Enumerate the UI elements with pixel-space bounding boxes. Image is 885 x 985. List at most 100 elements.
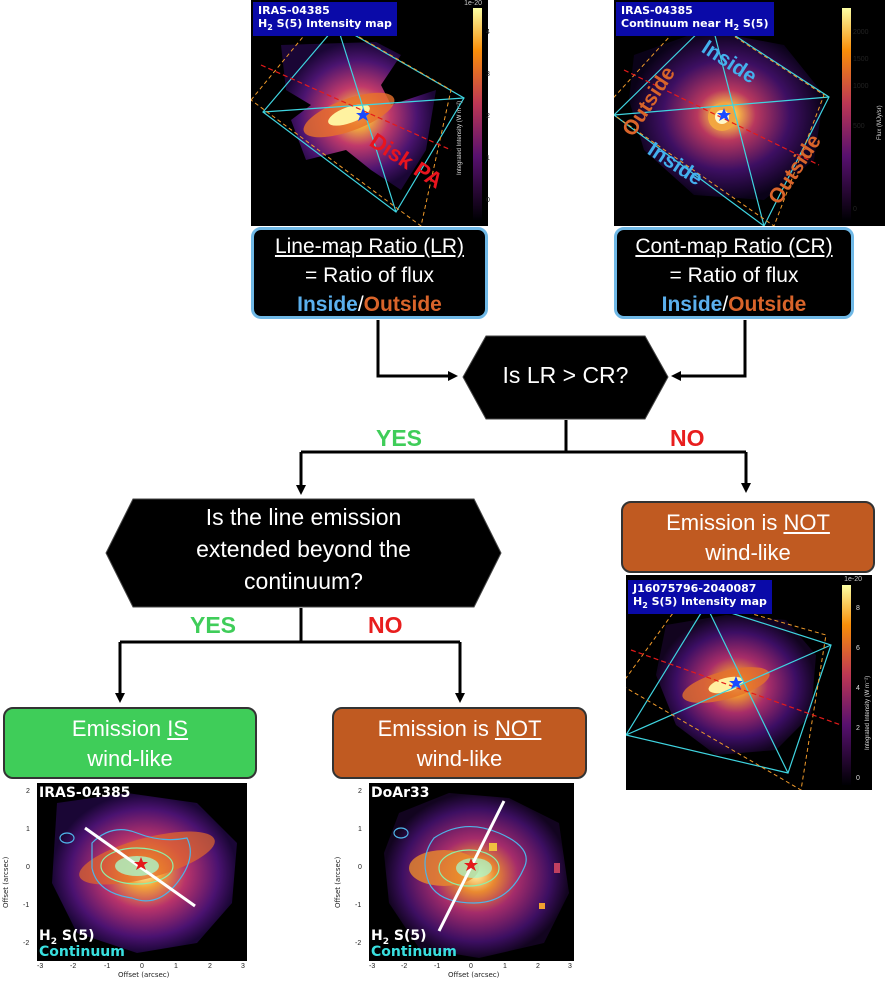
right-colorbar-label: Integrated Intensity (W m⁻²)	[865, 675, 871, 750]
top-right-map-title: IRAS-04385 Continuum near H2 S(5)	[616, 2, 774, 37]
top-left-colorbar-exponent: 1e-20	[464, 0, 482, 7]
bottom-mid-ylabel: Offset (arcsec)	[334, 856, 342, 908]
top-left-map-graphic	[251, 8, 482, 226]
result-not-right-line1: Emission is NOT	[666, 510, 830, 535]
bottom-left-ytick-1: 1	[26, 826, 30, 833]
cont-map-ratio-definition: = Ratio of flux	[669, 264, 799, 287]
bottom-mid-ytick-m2: -2	[355, 940, 362, 947]
right-map-graphic	[626, 585, 851, 790]
bottom-left-ytick-m2: -2	[23, 940, 30, 947]
decision-lr-gt-cr: Is LR > CR?	[462, 335, 669, 420]
bottom-left-xlabel: Offset (arcsec)	[118, 971, 170, 979]
bottom-mid-ytick-0: 0	[358, 864, 362, 871]
bottom-left-xtick-m2: -2	[70, 963, 77, 970]
bottom-mid-line-name: H2 S(5)	[371, 928, 427, 947]
bottom-left-line-name: H2 S(5)	[39, 928, 95, 947]
bottom-left-ytick-m1: -1	[23, 902, 30, 909]
bottom-mid-offset-map: DoAr33 H2 S(5) Continuum Offset (arcsec)…	[332, 780, 587, 980]
bottom-left-xtick-0: 0	[140, 963, 144, 970]
result-not-mid-line1: Emission is NOT	[377, 716, 542, 741]
top-right-map-line-name: Continuum near H2 S(5)	[621, 17, 769, 33]
top-right-map-graphic	[614, 8, 851, 226]
right-tick-0: 0	[856, 775, 860, 782]
result-not-wind-like-right: Emission is NOT wind-like	[621, 501, 875, 573]
bottom-left-ytick-2: 2	[26, 788, 30, 795]
line-map-ratio-definition: = Ratio of flux	[305, 264, 434, 287]
result-is-line1: Emission IS	[71, 716, 189, 741]
bottom-left-offset-map: IRAS-04385 H2 S(5) Continuum Offset (arc…	[0, 780, 257, 980]
top-left-map-object-name: IRAS-04385	[258, 4, 330, 17]
right-tick-4: 4	[856, 685, 860, 692]
bottom-mid-ytick-1: 1	[358, 826, 362, 833]
bottom-mid-xtick-m1: -1	[434, 963, 441, 970]
bottom-mid-xlabel: Offset (arcsec)	[448, 971, 500, 979]
decision-extended-line3: continuum?	[244, 568, 363, 594]
bottom-left-map-graphic	[52, 793, 237, 953]
top-right-tick-1000: 1000	[853, 83, 869, 90]
bottom-left-plot-area: IRAS-04385 H2 S(5) Continuum	[37, 783, 247, 961]
decision-lr-gt-cr-text: Is LR > CR?	[502, 362, 629, 388]
top-left-tick-2: 2	[486, 113, 490, 120]
decision-extended-line2: extended beyond the	[196, 536, 411, 562]
bottom-left-ylabel: Offset (arcsec)	[2, 856, 10, 908]
right-tick-8: 8	[856, 605, 860, 612]
bottom-left-xtick-m3: -3	[37, 963, 44, 970]
bottom-mid-xtick-m2: -2	[401, 963, 408, 970]
top-right-tick-0: 0	[853, 206, 857, 213]
bottom-left-xtick-1: 1	[174, 963, 178, 970]
bottom-mid-plot-area: DoAr33 H2 S(5) Continuum	[369, 783, 574, 961]
bottom-left-xtick-2: 2	[208, 963, 212, 970]
line-map-ratio-inside-outside: Inside/Outside	[297, 293, 442, 316]
bottom-mid-xtick-2: 2	[536, 963, 540, 970]
decision-extended-emission: Is the line emission extended beyond the…	[105, 498, 502, 608]
top-left-map-line-name: H2 S(5) Intensity map	[258, 17, 392, 33]
result-not-right-line2: wind-like	[705, 540, 791, 565]
bottom-mid-xtick-1: 1	[503, 963, 507, 970]
top-left-map-title: IRAS-04385 H2 S(5) Intensity map	[253, 2, 397, 37]
top-right-tick-2000: 2000	[853, 29, 869, 36]
branch-yes-1: YES	[376, 425, 423, 451]
result-not-mid-line2: wind-like	[416, 746, 503, 771]
bottom-mid-ytick-m1: -1	[355, 902, 362, 909]
right-map-line-name: H2 S(5) Intensity map	[633, 595, 767, 611]
right-map-title: J16075796-2040087 H2 S(5) Intensity map	[628, 580, 772, 615]
bottom-left-continuum-label: Continuum	[39, 944, 125, 960]
cont-map-ratio-title: Cont-map Ratio (CR)	[635, 235, 833, 258]
right-tick-2: 2	[856, 725, 860, 732]
bottom-mid-xtick-m3: -3	[369, 963, 376, 970]
top-right-tick-500: 500	[853, 123, 865, 130]
result-is-wind-like: Emission IS wind-like	[3, 707, 257, 779]
top-left-tick-3: 3	[486, 71, 490, 78]
bottom-mid-xtick-3: 3	[568, 963, 572, 970]
branch-no-1: NO	[670, 425, 705, 451]
decision-extended-line1: Is the line emission	[205, 504, 402, 530]
right-map-object-name: J16075796-2040087	[633, 582, 757, 595]
bottom-mid-xtick-0: 0	[469, 963, 473, 970]
top-left-tick-1: 1	[486, 155, 490, 162]
top-left-tick-0: 0	[486, 197, 490, 204]
bottom-mid-continuum-label: Continuum	[371, 944, 457, 960]
bottom-left-ytick-0: 0	[26, 864, 30, 871]
top-left-intensity-map: IRAS-04385 H2 S(5) Intensity map Disk PA…	[251, 0, 488, 226]
top-left-tick-4: 4	[486, 29, 490, 36]
right-colorbar-exponent: 1e-20	[844, 576, 862, 583]
bottom-mid-object-name: DoAr33	[371, 785, 430, 801]
result-is-line2: wind-like	[87, 746, 173, 771]
top-right-continuum-map: IRAS-04385 Continuum near H2 S(5) Inside…	[614, 0, 885, 226]
right-intensity-map: J16075796-2040087 H2 S(5) Intensity map …	[626, 575, 872, 790]
branch-yes-2: YES	[190, 612, 237, 638]
result-not-wind-like-middle: Emission is NOT wind-like	[332, 707, 587, 779]
line-map-ratio-title: Line-map Ratio (LR)	[274, 235, 465, 258]
cont-map-ratio-inside-outside: Inside/Outside	[661, 293, 807, 316]
cont-map-ratio-box: Cont-map Ratio (CR) = Ratio of flux Insi…	[614, 227, 854, 319]
bottom-left-object-name: IRAS-04385	[39, 785, 131, 801]
branch-no-2: NO	[368, 612, 403, 638]
bottom-left-xtick-m1: -1	[104, 963, 111, 970]
bottom-mid-ytick-2: 2	[358, 788, 362, 795]
line-map-ratio-box: Line-map Ratio (LR) = Ratio of flux Insi…	[251, 227, 488, 319]
right-tick-6: 6	[856, 645, 860, 652]
top-right-tick-1500: 1500	[853, 56, 869, 63]
top-right-map-object-name: IRAS-04385	[621, 4, 693, 17]
bottom-left-xtick-3: 3	[241, 963, 245, 970]
